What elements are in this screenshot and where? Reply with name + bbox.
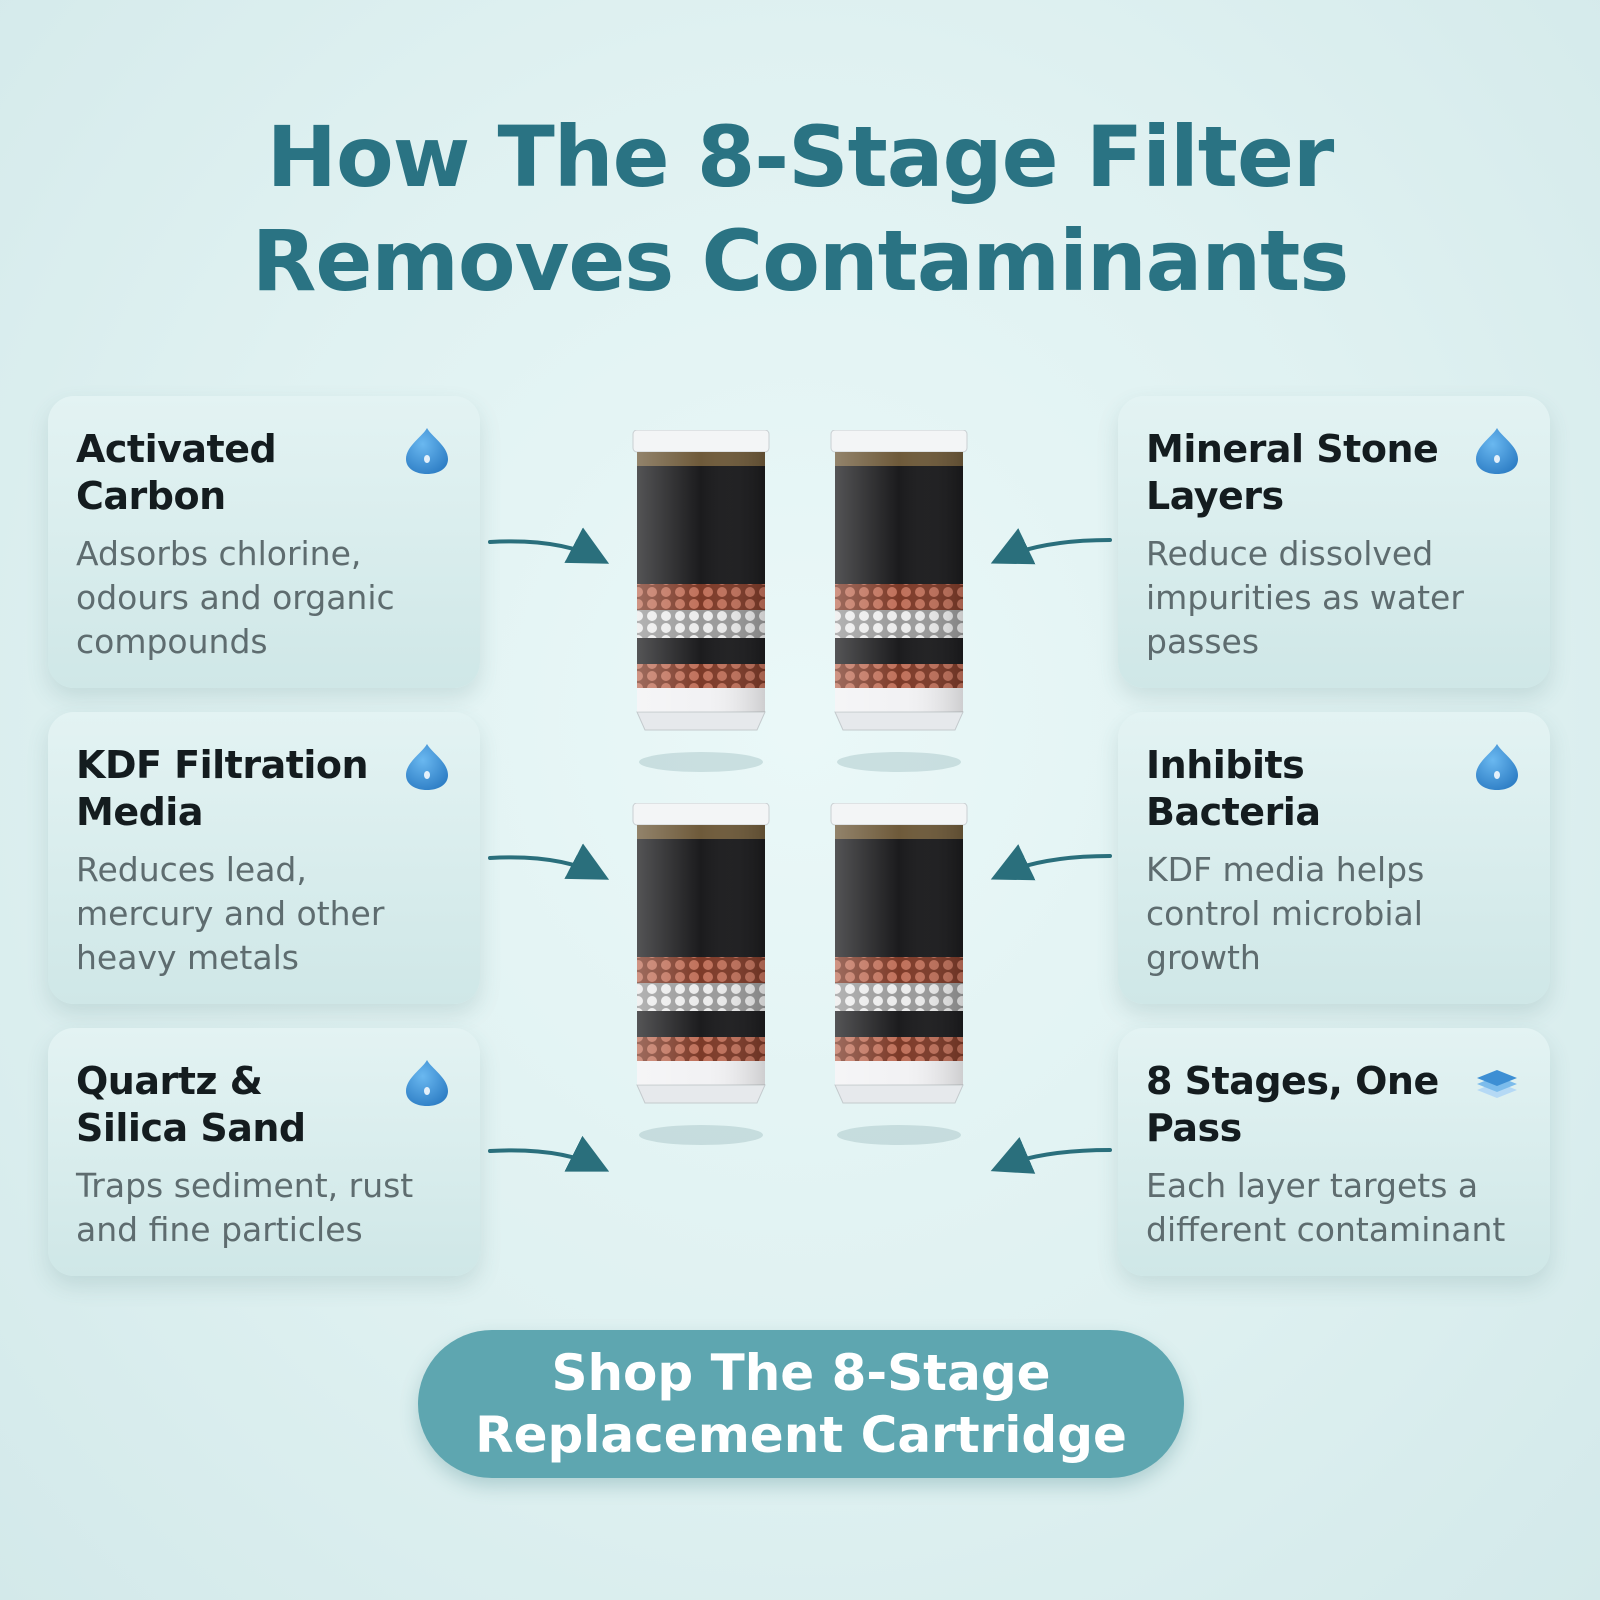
water-drop-icon [406,744,448,790]
feature-card-activated-carbon: Activated Carbon Adsorbs chlorine, odour… [48,396,480,688]
arrow-eight-stages [990,1137,1112,1174]
feature-title: Quartz & Silica Sand [76,1059,306,1150]
title-line-2: Removes Contaminants [251,212,1350,310]
feature-title: Mineral Stone Layers [1146,427,1439,518]
filter-cartridge-image [830,803,968,1145]
feature-description: Reduces lead, mercury and other heavy me… [76,850,385,977]
feature-description: Traps sediment, rust and fine particles [76,1166,414,1249]
arrow-activated-carbon [488,527,610,564]
feature-description: Adsorbs chlorine, odours and organic com… [76,534,395,661]
feature-description: Each layer targets a different contamina… [1146,1166,1506,1249]
feature-card-eight-stages: 8 Stages, One Pass Each layer targets a … [1118,1028,1550,1276]
arrow-quartz-silica [488,1135,610,1172]
feature-title: Inhibits Bacteria [1146,743,1321,834]
filter-cartridge-image [830,430,968,772]
feature-card-inhibits-bacteria: Inhibits Bacteria KDF media helps contro… [1118,712,1550,1004]
feature-description: Reduce dissolved impurities as water pas… [1146,534,1464,661]
feature-card-quartz-silica: Quartz & Silica Sand Traps sediment, rus… [48,1028,480,1276]
arrow-kdf-media [488,843,610,880]
feature-card-mineral-stone: Mineral Stone Layers Reduce dissolved im… [1118,396,1550,688]
filter-cartridge-image [632,803,770,1145]
title-line-1: How The 8-Stage Filter [266,108,1335,206]
button-label-line-2: Replacement Cartridge [475,1406,1127,1464]
water-drop-icon [406,1060,448,1106]
page-title: How The 8-Stage Filter Removes Contamina… [0,105,1600,313]
water-drop-icon [1476,428,1518,474]
arrow-mineral-stone [990,528,1112,565]
water-drop-icon [1476,744,1518,790]
feature-card-kdf-media: KDF Filtration Media Reduces lead, mercu… [48,712,480,1004]
feature-title: Activated Carbon [76,427,277,518]
feature-description: KDF media helps control microbial growth [1146,850,1425,977]
button-label-line-1: Shop The 8-Stage [551,1344,1051,1402]
shop-cartridge-button[interactable]: Shop The 8-Stage Replacement Cartridge [418,1330,1184,1478]
arrow-inhibits-bacteria [990,844,1112,881]
feature-title: KDF Filtration Media [76,743,369,834]
feature-title: 8 Stages, One Pass [1146,1059,1439,1150]
layers-icon [1477,1070,1517,1098]
water-drop-icon [406,428,448,474]
filter-cartridge-image [632,430,770,772]
